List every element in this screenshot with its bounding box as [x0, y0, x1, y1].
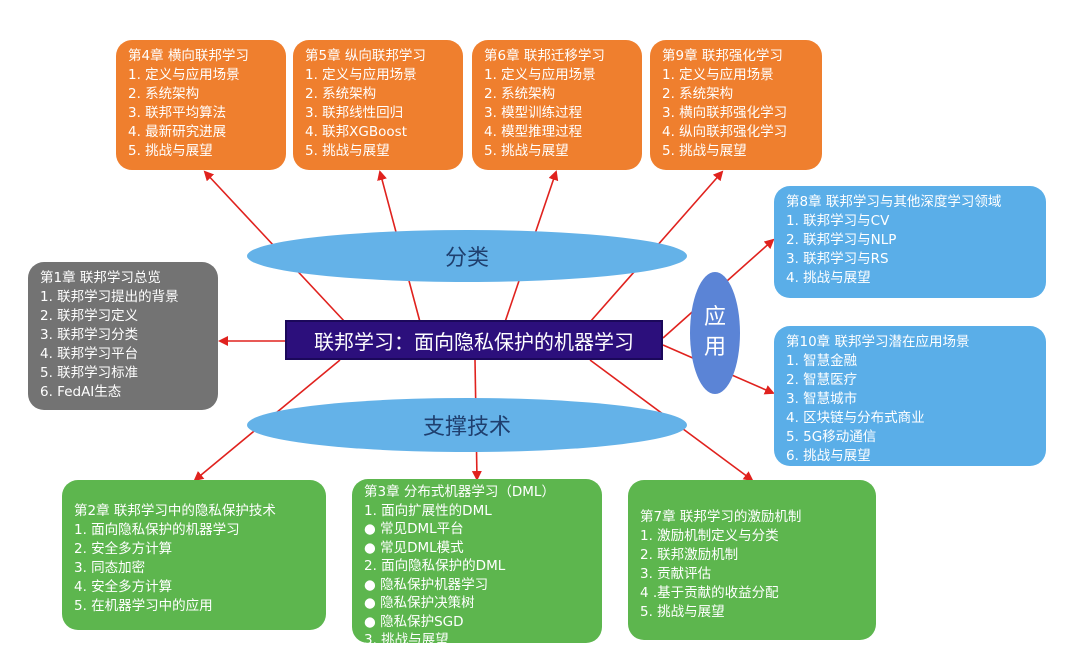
chapter-7-title: 第7章 联邦学习的激励机制 [640, 509, 802, 525]
chapter-9-item: 1. 定义与应用场景 [662, 67, 774, 83]
chapter-3-item: 3. 挑战与展望 [364, 632, 449, 643]
chapter-4-item: 1. 定义与应用场景 [128, 67, 240, 83]
chapter-10-item: 2. 智慧医疗 [786, 372, 858, 388]
chapter-5-box: 第5章 纵向联邦学习 1. 定义与应用场景 2. 系统架构 3. 联邦线性回归 … [293, 40, 463, 170]
chapter-2-item: 3. 同态加密 [74, 560, 146, 576]
chapter-1-item: 6. FedAI生态 [40, 384, 122, 400]
chapter-10-box: 第10章 联邦学习潜在应用场景 1. 智慧金融 2. 智慧医疗 3. 智慧城市 … [774, 326, 1046, 466]
application-label-bottom: 用 [703, 335, 726, 360]
support-label: 支撑技术 [422, 415, 511, 440]
chapter-1-item: 5. 联邦学习标准 [40, 365, 139, 381]
chapter-7-item: 4 .基于贡献的收益分配 [640, 585, 779, 601]
chapter-6-item: 4. 模型推理过程 [484, 124, 583, 140]
chapter-9-item: 3. 横向联邦强化学习 [662, 105, 788, 121]
chapter-8-item: 1. 联邦学习与CV [786, 213, 890, 229]
chapter-9-item: 4. 纵向联邦强化学习 [662, 124, 788, 140]
chapter-4-item: 3. 联邦平均算法 [128, 105, 227, 121]
chapter-3-item: 2. 面向隐私保护的DML [364, 558, 506, 574]
chapter-8-title: 第8章 联邦学习与其他深度学习领域 [786, 194, 1002, 210]
chapter-10-item: 6. 挑战与展望 [786, 448, 871, 464]
chapter-3-item: ● 常见DML平台 [364, 521, 464, 537]
center-title: 联邦学习：面向隐私保护的机器学习 [285, 320, 663, 360]
chapter-5-item: 1. 定义与应用场景 [305, 67, 417, 83]
chapter-4-title: 第4章 横向联邦学习 [128, 48, 249, 64]
chapter-6-item: 5. 挑战与展望 [484, 143, 569, 159]
chapter-6-item: 3. 模型训练过程 [484, 105, 583, 121]
chapter-8-item: 4. 挑战与展望 [786, 270, 871, 286]
chapter-8-item: 2. 联邦学习与NLP [786, 232, 897, 248]
chapter-1-item: 2. 联邦学习定义 [40, 308, 139, 324]
chapter-1-item: 3. 联邦学习分类 [40, 327, 139, 343]
chapter-2-title: 第2章 联邦学习中的隐私保护技术 [74, 503, 276, 519]
chapter-3-item: ● 常见DML模式 [364, 539, 464, 556]
chapter-9-item: 2. 系统架构 [662, 86, 734, 102]
chapter-3-title: 第3章 分布式机器学习（DML） [364, 484, 555, 500]
chapter-3-item: ● 隐私保护SGD [364, 613, 464, 630]
chapter-5-title: 第5章 纵向联邦学习 [305, 48, 426, 64]
chapter-6-item: 2. 系统架构 [484, 86, 556, 102]
chapter-4-item: 4. 最新研究进展 [128, 124, 227, 140]
chapter-5-item: 4. 联邦XGBoost [305, 124, 407, 140]
chapter-2-item: 2. 安全多方计算 [74, 541, 173, 557]
chapter-9-box: 第9章 联邦强化学习 1. 定义与应用场景 2. 系统架构 3. 横向联邦强化学… [650, 40, 822, 170]
chapter-8-box: 第8章 联邦学习与其他深度学习领域 1. 联邦学习与CV 2. 联邦学习与NLP… [774, 186, 1046, 298]
chapter-2-item: 5. 在机器学习中的应用 [74, 598, 213, 614]
chapter-1-box: 第1章 联邦学习总览 1. 联邦学习提出的背景 2. 联邦学习定义 3. 联邦学… [28, 262, 218, 410]
chapter-4-box: 第4章 横向联邦学习 1. 定义与应用场景 2. 系统架构 3. 联邦平均算法 … [116, 40, 286, 170]
chapter-4-item: 5. 挑战与展望 [128, 143, 213, 159]
chapter-3-item: ● 隐私保护决策树 [364, 595, 475, 611]
chapter-5-item: 3. 联邦线性回归 [305, 105, 404, 121]
chapter-7-item: 1. 激励机制定义与分类 [640, 528, 779, 544]
application-label-top: 应 [703, 305, 726, 330]
chapter-10-item: 5. 5G移动通信 [786, 429, 877, 445]
chapter-3-box: 第3章 分布式机器学习（DML） 1. 面向扩展性的DML ● 常见DML平台 … [352, 479, 602, 643]
chapter-9-item: 5. 挑战与展望 [662, 143, 747, 159]
chapter-1-item: 1. 联邦学习提出的背景 [40, 289, 179, 305]
chapter-2-box: 第2章 联邦学习中的隐私保护技术 1. 面向隐私保护的机器学习 2. 安全多方计… [62, 480, 326, 630]
chapter-10-item: 4. 区块链与分布式商业 [786, 410, 925, 426]
chapter-7-item: 3. 贡献评估 [640, 566, 712, 582]
chapter-2-item: 4. 安全多方计算 [74, 579, 173, 595]
chapter-3-item: ● 隐私保护机器学习 [364, 576, 489, 593]
chapter-7-item: 2. 联邦激励机制 [640, 547, 739, 563]
chapter-8-item: 3. 联邦学习与RS [786, 251, 889, 267]
support-ellipse: 支撑技术 [247, 398, 687, 452]
chapter-1-title: 第1章 联邦学习总览 [40, 270, 161, 286]
classification-ellipse: 分类 [247, 230, 687, 282]
chapter-1-item: 4. 联邦学习平台 [40, 346, 139, 362]
chapter-5-item: 5. 挑战与展望 [305, 143, 390, 159]
chapter-4-item: 2. 系统架构 [128, 86, 200, 102]
classification-label: 分类 [444, 246, 489, 271]
chapter-6-item: 1. 定义与应用场景 [484, 67, 596, 83]
chapter-5-item: 2. 系统架构 [305, 86, 377, 102]
chapter-10-item: 3. 智慧城市 [786, 391, 858, 407]
application-ellipse: 应 用 [690, 272, 740, 394]
chapter-2-item: 1. 面向隐私保护的机器学习 [74, 522, 240, 538]
chapter-7-item: 5. 挑战与展望 [640, 604, 725, 620]
chapter-10-title: 第10章 联邦学习潜在应用场景 [786, 334, 970, 350]
chapter-9-title: 第9章 联邦强化学习 [662, 48, 783, 64]
chapter-6-title: 第6章 联邦迁移学习 [484, 48, 605, 64]
chapter-7-box: 第7章 联邦学习的激励机制 1. 激励机制定义与分类 2. 联邦激励机制 3. … [628, 480, 876, 640]
chapter-3-item: 1. 面向扩展性的DML [364, 502, 492, 519]
chapter-10-item: 1. 智慧金融 [786, 353, 858, 369]
chapter-6-box: 第6章 联邦迁移学习 1. 定义与应用场景 2. 系统架构 3. 模型训练过程 … [472, 40, 642, 170]
